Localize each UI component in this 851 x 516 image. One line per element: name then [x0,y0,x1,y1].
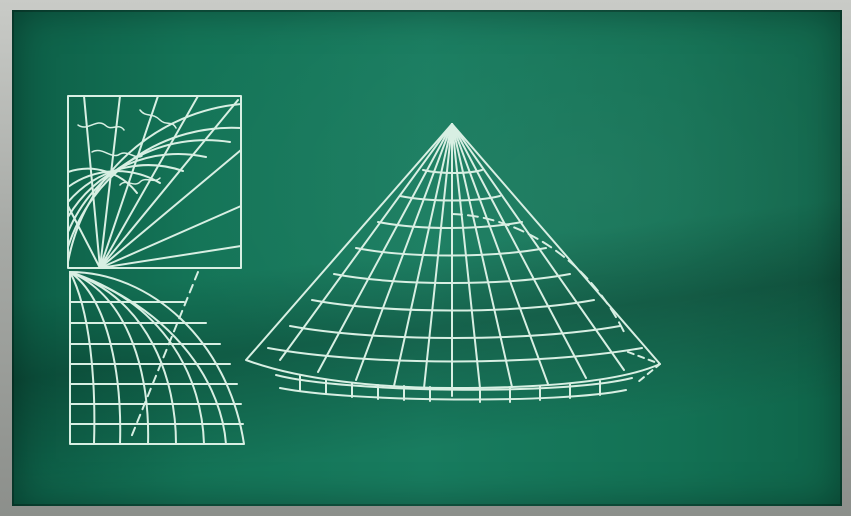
hemisphere-projection-icon [70,272,244,444]
conical-projection-icon [246,124,660,402]
map-projection-square-icon [68,96,241,268]
